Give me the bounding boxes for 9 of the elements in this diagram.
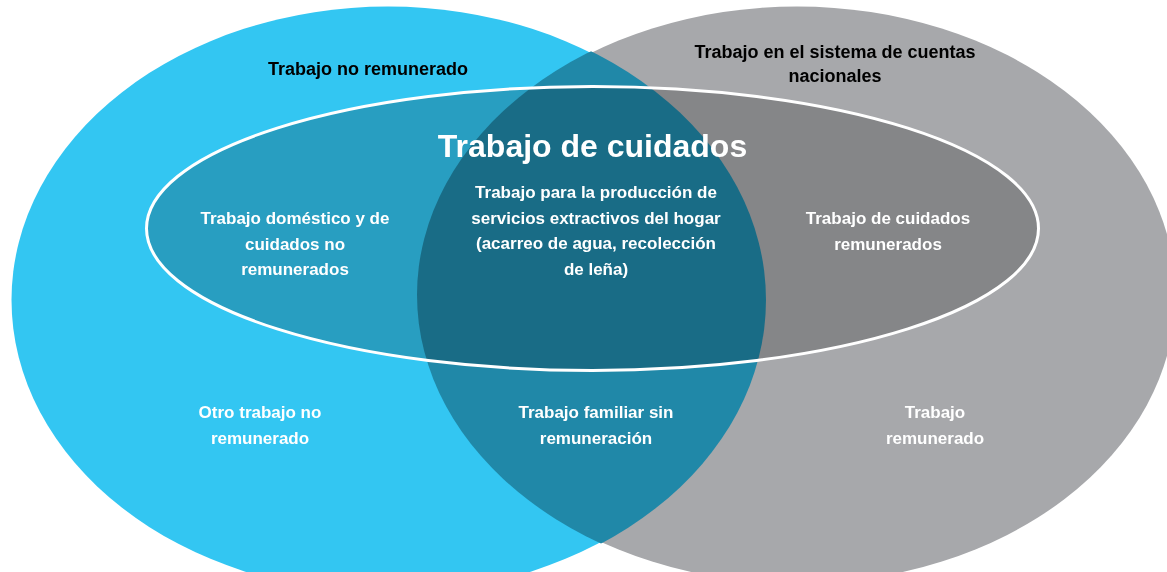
region-label: Trabajo familiar sin remuneración xyxy=(517,402,675,450)
region-title: Trabajo en el sistema de cuentas nacionales xyxy=(693,41,977,89)
region-label: Trabajo de cuidados remunerados xyxy=(804,208,972,256)
region-label: Otro trabajo no remunerado xyxy=(197,402,323,450)
region-label: Trabajo remunerado xyxy=(884,402,986,450)
region-title: Trabajo no remunerado xyxy=(266,58,469,81)
region-title: Trabajo de cuidados xyxy=(436,127,749,166)
region-label: Trabajo para la producción de servicios extractivos del hogar (acarreo de agua, recolección de leña) xyxy=(470,182,722,281)
region-label: Trabajo doméstico y de cuidados no remunerados xyxy=(199,208,391,281)
